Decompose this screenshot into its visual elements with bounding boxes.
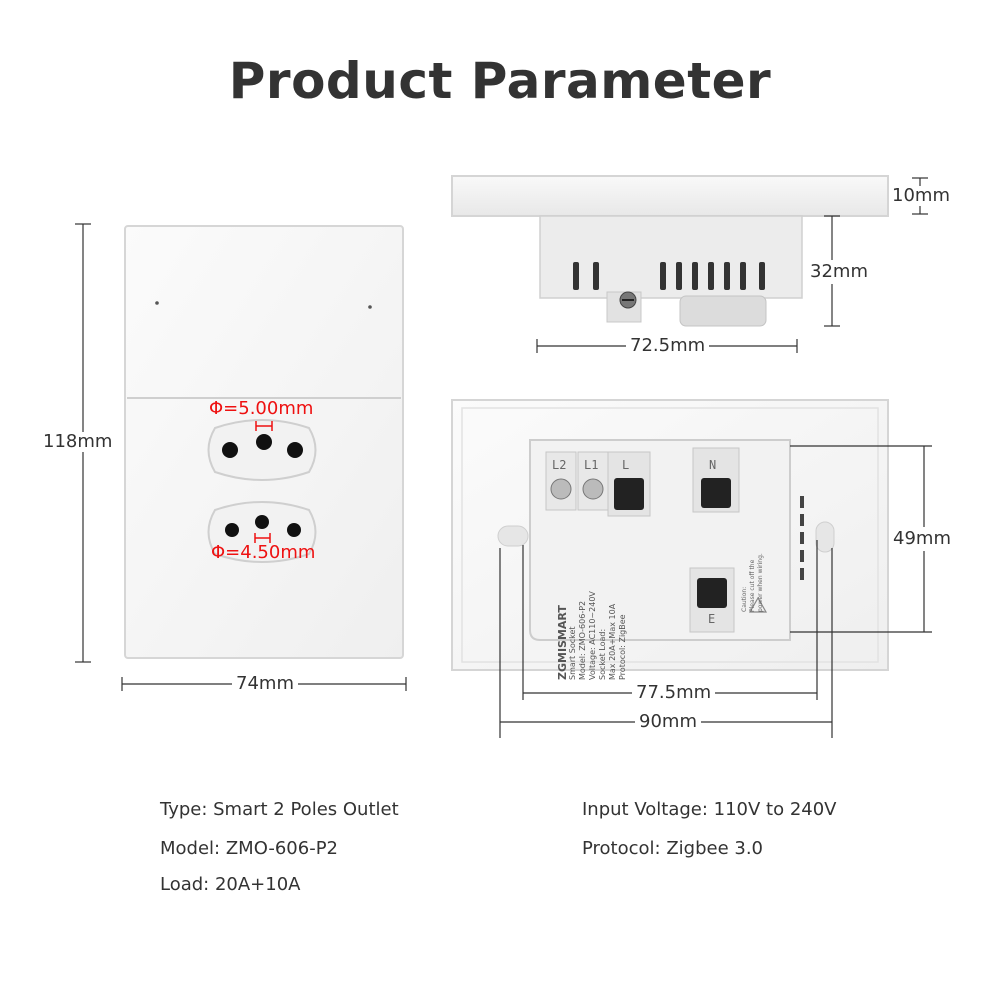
spec-model: Model: ZMO-606-P2 — [160, 838, 339, 859]
spec-protocol: Protocol: Zigbee 3.0 — [582, 838, 764, 859]
terminal-label-l1: L1 — [584, 458, 599, 472]
spec-type: Type: Smart 2 Poles Outlet — [160, 799, 399, 820]
terminal-label-l: L — [622, 458, 630, 472]
terminal-label-n: N — [709, 458, 717, 472]
dim-back-outer-width: 90mm — [635, 712, 701, 732]
page-title: Product Parameter — [228, 52, 772, 110]
terminal-label-l2: L2 — [552, 458, 567, 472]
back-view — [451, 399, 932, 738]
side-plate — [451, 175, 889, 217]
dim-hole-small: Φ=4.50mm — [211, 542, 316, 563]
module-load: Socket Load: — [598, 628, 607, 680]
indicator-dot-left — [155, 301, 159, 305]
dim-plate-thickness: 10mm — [892, 185, 950, 206]
side-vents — [573, 262, 765, 290]
socket-upper — [207, 419, 317, 481]
mount-slot-left — [497, 525, 529, 547]
dim-hole-large: Φ=5.00mm — [209, 398, 314, 419]
terminal-label-e: E — [708, 612, 716, 626]
dim-side-width: 72.5mm — [626, 336, 710, 356]
module-model: Model: ZMO-606-P2 — [578, 600, 587, 680]
caution-text: Please cut off the power when wiring. — [749, 553, 764, 612]
warning-icon — [748, 596, 768, 613]
dim-front-width: 74mm — [232, 674, 298, 694]
module-caution: Caution: Please cut off the power when w… — [738, 553, 788, 612]
module-print: ZGMISMART Smart Socket Model: ZMO-606-P2… — [548, 520, 668, 680]
dim-front-height: 118mm — [43, 431, 113, 452]
mount-slot-right — [815, 521, 835, 553]
module-protocol: Protocol: ZigBee — [618, 614, 627, 680]
side-socket-back — [679, 295, 767, 327]
dim-back-inner-width: 77.5mm — [632, 683, 716, 703]
terminal-blocks — [545, 447, 740, 633]
socket-lower — [207, 501, 317, 563]
spec-input-voltage: Input Voltage: 110V to 240V — [582, 799, 837, 820]
hole-markers — [254, 421, 273, 543]
caution-title: Caution: — [741, 586, 748, 612]
side-view — [451, 175, 928, 353]
dim-back-height: 49mm — [893, 527, 951, 551]
dim-side-depth: 32mm — [810, 260, 868, 284]
front-view — [75, 223, 407, 691]
module-brand: ZGMISMART — [556, 605, 569, 680]
side-body — [539, 215, 803, 299]
spec-load: Load: 20A+10A — [160, 874, 301, 895]
module-voltage: Voltage: AC110~240V — [588, 591, 597, 680]
module-product: Smart Socket — [568, 626, 577, 680]
back-vents — [800, 496, 804, 580]
indicator-dot-right — [368, 305, 372, 309]
module-max: Max 20A+Max 10A — [608, 603, 617, 680]
